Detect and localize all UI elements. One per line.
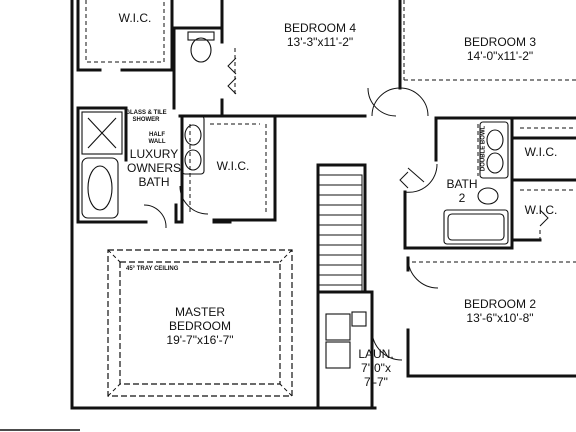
bath2-line1: BATH [446,177,478,191]
door-swing-bath [143,204,167,229]
closet-door-bed2 [399,171,409,189]
toilet-tank-master [187,31,215,41]
laundry-wall [316,290,377,410]
master-wic-shelf [189,124,267,212]
door-swing-closet [407,167,425,183]
bath2-sink-2 [486,152,504,174]
label-glass-shower: GLASS & TILE SHOWER [125,110,167,123]
owners-bath-line3: BATH [138,174,170,189]
master-name-line1: MASTER [174,305,225,319]
master-name-line2: BEDROOM [168,318,231,333]
door-swing-hall [367,87,397,117]
label-master-bedroom: MASTER BEDROOM 19'-7"x16'-7" [140,305,260,347]
laundry-sink [351,311,367,327]
owners-bath-line1: LUXURY [129,147,179,161]
bath2-tub [443,209,509,245]
vanity-master [181,115,205,175]
door-swing-bedroom2 [407,257,439,289]
tray-ceiling-outer [107,249,293,397]
laundry-line3: 7'-7" [364,374,388,389]
bedroom2-name: BEDROOM 2 [463,297,536,311]
wic-top-left-wall [76,0,174,72]
bedroom4-name: BEDROOM 4 [283,21,356,35]
label-bedroom4: BEDROOM 4 13'-3"x11'-2" [260,21,380,50]
wic-right-wall [510,136,576,242]
shower [81,111,123,155]
door-swing-bath2 [404,163,438,193]
bedroom4-dims: 13'-3"x11'-2" [286,34,354,49]
closet-door-bed2b [539,209,549,227]
label-wic-master: W.I.C. [216,159,250,173]
shower-drain [87,117,117,149]
bath2-vanity-counter [479,121,509,179]
bedroom2-dims: 13'-6"x10'-8" [466,310,534,325]
bedroom3-name: BEDROOM 3 [463,35,536,49]
stair-treads [318,184,362,286]
tray-ceiling-inner [119,261,281,385]
bath2-toilet [477,187,499,205]
laundry-line2: 7'-0"x [361,360,391,375]
bath2-tub-inner [447,213,505,241]
label-bedroom2: BEDROOM 2 13'-6"x10'-8" [440,297,560,326]
bath2-sink-1 [486,129,504,151]
stair-outline [317,174,363,294]
wic-top-left-shelf [85,0,165,63]
closet-door-bed4 [227,57,237,95]
door-swing-bedroom3 [399,87,429,117]
sink-master-2 [184,149,202,171]
door-swing-laundry [371,329,403,361]
owners-bath-line2: OWNERS [127,160,181,175]
bedroom3-dims: 14'-0"x11'-2" [466,48,534,63]
label-bath2: BATH 2 [440,177,484,206]
master-dims: 19'-7"x16'-7" [166,332,234,347]
bathtub [81,157,119,219]
sink-master-1 [184,124,202,146]
door-swing-bedroom4 [371,87,401,117]
label-tray-ceiling: 45° TRAY CEILING [126,266,179,272]
tub-basin [87,165,113,211]
bed3-closet-shelf [403,0,576,81]
label-wic-right-upper: W.I.C. [524,145,558,159]
label-owners-bath: LUXURY OWNERS BATH [126,147,182,189]
dryer [325,341,351,369]
tray-ceiling-corners [107,249,293,397]
bath2-line2: 2 [458,190,466,205]
right-wic-shelf [520,127,576,240]
toilet-master [190,37,212,63]
door-swing-master [179,185,209,215]
laundry-line1: LAUN. [358,347,394,361]
washer [325,313,351,341]
stair-wall [316,163,367,294]
label-bedroom3: BEDROOM 3 14'-0"x11'-2" [440,35,560,64]
shower-wall [76,106,128,224]
label-wic-top-left: W.I.C. [118,11,152,25]
label-laundry: LAUN. 7'-0"x 7'-7" [348,347,404,389]
label-double-bowl: DOUBLE BOWL [480,125,487,172]
label-half-wall: HALF WALL [148,132,166,145]
label-wic-right-lower: W.I.C. [524,203,558,217]
